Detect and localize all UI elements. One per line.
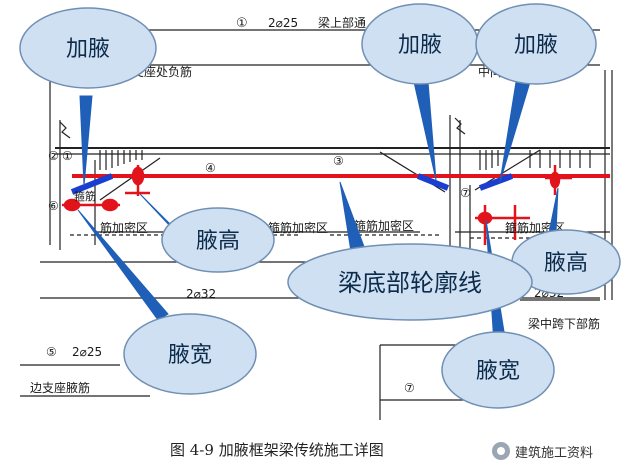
callout-haunch-right-text: 加腋 — [514, 33, 558, 58]
label-top-rebar: 2⌀25 — [268, 16, 298, 30]
callout-width-left-text: 腋宽 — [168, 343, 212, 368]
callout-bubbles: 加腋 加腋 加腋 腋高 腋高 梁底部轮廓线 — [19, 3, 621, 409]
callout-outline: 梁底部轮廓线 — [287, 243, 533, 321]
label-num-2: ② — [48, 149, 59, 163]
label-dense-zone-3: 箍筋加密区 — [354, 218, 414, 233]
callout-height-left: 腋高 — [161, 207, 275, 273]
label-top-rebar-text: 梁上部通 — [318, 15, 366, 30]
label-num-7b: ⑦ — [404, 381, 415, 395]
label-num-5: ⑤ — [46, 345, 57, 359]
callout-haunch-mid-text: 加腋 — [398, 33, 442, 58]
callout-height-right: 腋高 — [511, 229, 621, 295]
callout-outline-text: 梁底部轮廓线 — [338, 269, 482, 297]
callout-haunch-right: 加腋 — [475, 3, 597, 85]
pointer-haunch-right — [499, 81, 531, 183]
haunch-mid-right-blue — [478, 173, 514, 191]
label-num-7: ⑦ — [460, 186, 471, 200]
haunch-left-blue — [70, 173, 114, 195]
callout-width-right: 腋宽 — [441, 331, 555, 409]
callout-height-right-text: 腋高 — [544, 251, 588, 276]
label-bottom-rebar-left: 2⌀32 — [186, 287, 216, 301]
label-dense-zone-1: 筋加密区 — [100, 220, 148, 235]
callout-haunch-mid: 加腋 — [361, 3, 479, 85]
callout-haunch-left-text: 加腋 — [66, 37, 110, 62]
label-num-4: ④ — [205, 161, 216, 175]
callout-width-left: 腋宽 — [123, 313, 257, 395]
haunch-mid-left-blue — [416, 173, 450, 191]
watermark-text: 建筑施工资料 — [515, 445, 594, 461]
wechat-icon — [492, 442, 510, 460]
label-num-3: ③ — [333, 154, 344, 168]
pointer-haunch-left — [79, 95, 93, 187]
callout-haunch-left: 加腋 — [19, 7, 157, 89]
label-edge-haunch-rebar: 2⌀25 — [72, 345, 102, 359]
figure-caption: 图 4-9 加腋框架梁传统施工详图 — [170, 441, 384, 459]
callout-height-left-text: 腋高 — [196, 229, 240, 254]
beam-outline — [62, 165, 610, 245]
label-dense-zone-2: 箍筋加密区 — [268, 220, 328, 235]
label-num-6: ⑥ — [48, 199, 59, 213]
watermark: 建筑施工资料 — [488, 438, 598, 464]
label-box-small: 箍筋 — [74, 189, 96, 203]
label-edge-haunch: 边支座腋筋 — [30, 380, 90, 395]
pointer-haunch-mid — [413, 81, 437, 181]
callout-width-right-text: 腋宽 — [476, 359, 520, 384]
label-num-1b: ① — [62, 149, 73, 163]
label-mid-bottom: 梁中跨下部筋 — [528, 316, 600, 331]
label-num-1: ① — [236, 16, 248, 31]
callout-pointers — [77, 81, 559, 345]
